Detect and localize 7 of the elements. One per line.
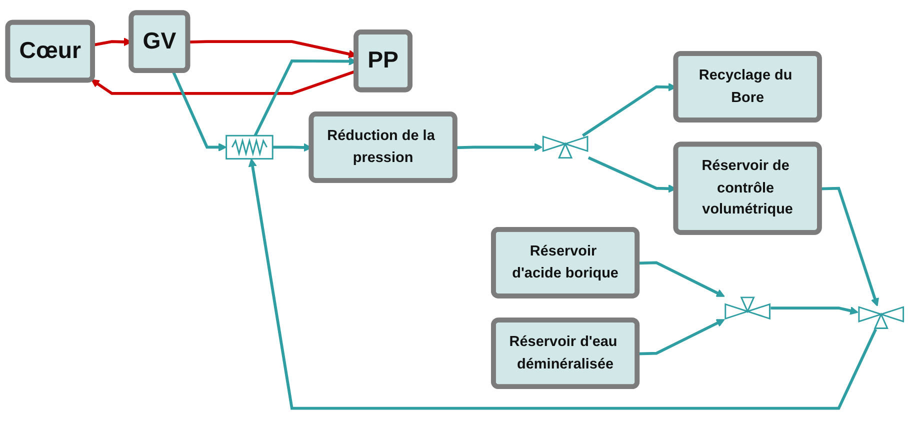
arrow <box>770 306 858 315</box>
arrow <box>248 158 878 410</box>
arrow <box>455 142 543 152</box>
node-box <box>226 134 274 160</box>
arrow <box>638 261 725 297</box>
arrow <box>820 186 879 306</box>
arrow <box>638 319 725 356</box>
